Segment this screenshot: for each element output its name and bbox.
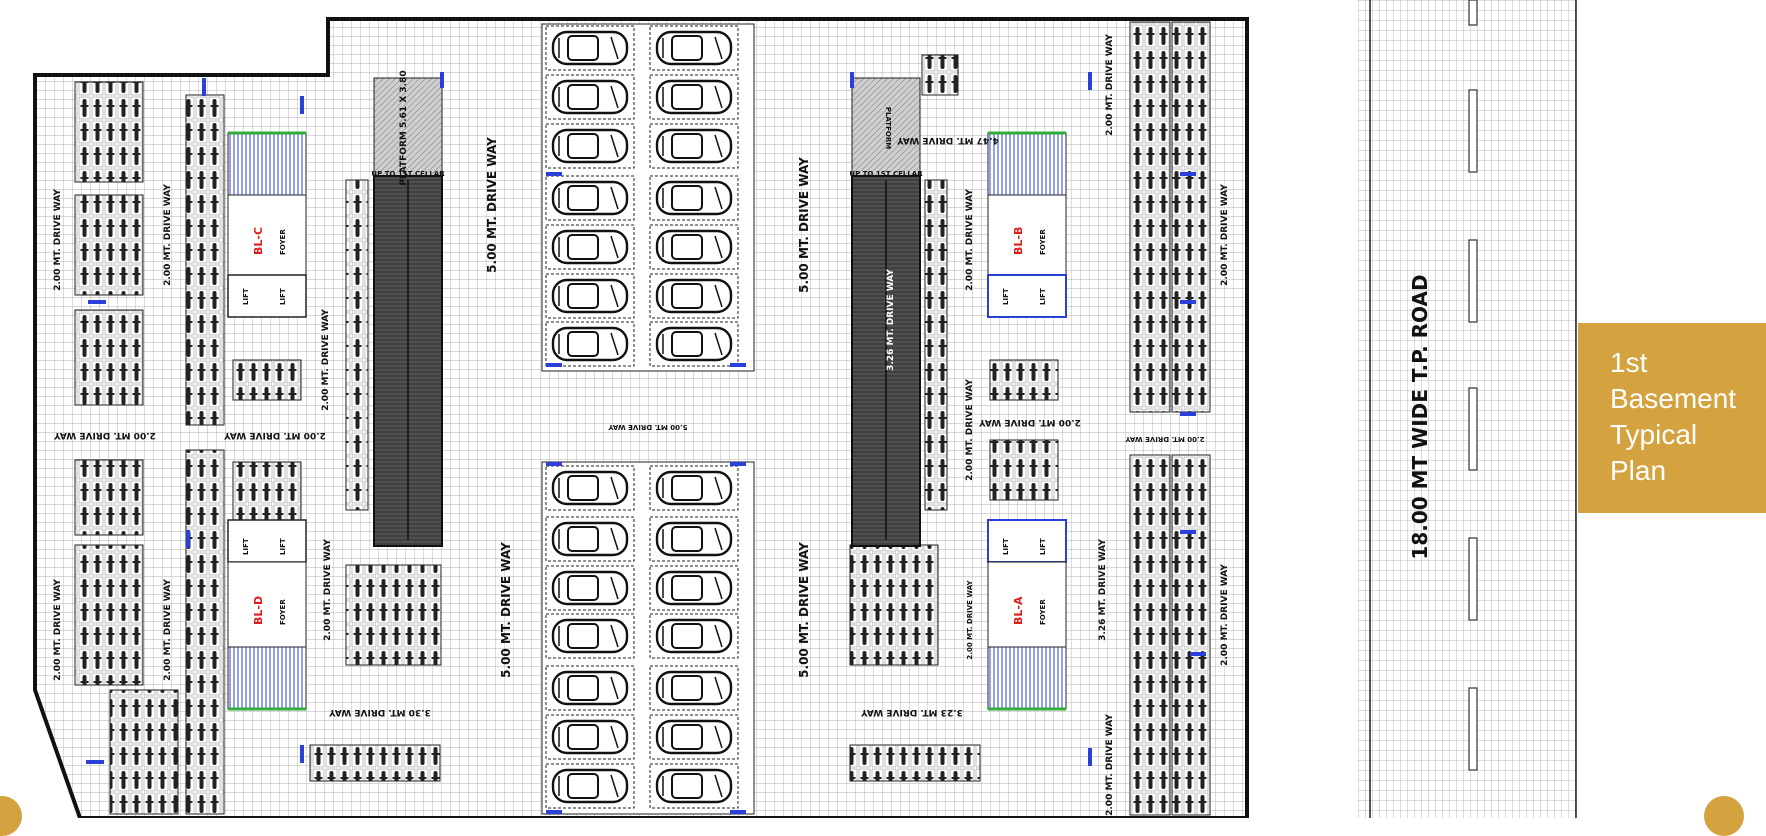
dw-2m-far-right-2: 2.00 MT. DRIVE WAY — [1220, 184, 1230, 286]
ramp-right: PLATFORM UP TO 1ST CELLAR 3.26 MT. DRIVE… — [849, 77, 923, 547]
dw-2m-core-left-2: 2.00 MT. DRIVE WAY — [323, 539, 333, 641]
dw-2m-far-right-1: 2.00 MT. DRIVE WAY — [1105, 34, 1115, 136]
foyer-d-label: FOYER — [279, 599, 287, 625]
dw-3-26-right: 3.26 MT. DRIVE WAY — [1098, 539, 1108, 641]
platform-left-label: PLATFORM 5.61 X 3.80 — [399, 70, 409, 185]
dw-2m-left-2: 2.00 MT. DRIVE WAY — [163, 184, 173, 286]
basement-floor-plan: PLATFORM 5.61 X 3.80 UP TO 1ST CELLAR PL… — [33, 0, 1577, 818]
lift-d2-label: LIFT — [279, 538, 287, 555]
up-to-cellar-left: UP TO 1ST CELLAR — [371, 170, 445, 178]
lift-d1-label: LIFT — [242, 538, 250, 555]
core-bl-b: BL-B FOYER LIFT LIFT — [987, 131, 1067, 318]
lift-a1-label: LIFT — [1002, 538, 1010, 555]
lift-b1-label: LIFT — [1002, 288, 1010, 305]
ramp-right-drive-label: 3.26 MT. DRIVE WAY — [886, 269, 896, 371]
bl-d-label: BL-D — [252, 596, 265, 625]
lift-a2-label: LIFT — [1039, 538, 1047, 555]
corner-decoration-right — [1704, 796, 1744, 836]
dw-5m-bottom-right: 5.00 MT. DRIVE WAY — [797, 542, 811, 678]
dw-2m-left-h1: 2.00 MT. DRIVE WAY — [54, 430, 156, 440]
dw-5m-bottom-left: 5.00 MT. DRIVE WAY — [499, 542, 513, 678]
road-center-dashes — [1468, 0, 1478, 771]
dw-2m-core-right-3: 2.00 MT. DRIVE WAY — [966, 580, 974, 660]
driveway-labels: 5.00 MT. DRIVE WAY 5.00 MT. DRIVE WAY 5.… — [53, 34, 1230, 816]
dw-2m-core-right-2: 2.00 MT. DRIVE WAY — [965, 379, 975, 481]
foyer-b-label: FOYER — [1039, 229, 1047, 255]
dw-2m-right-h2: 2.00 MT. DRIVE WAY — [1125, 435, 1205, 443]
dw-2m-right-h1: 2.00 MT. DRIVE WAY — [979, 417, 1081, 427]
column-markers — [86, 72, 1206, 814]
bl-c-label: BL-C — [252, 227, 265, 255]
lift-c2-label: LIFT — [279, 288, 287, 305]
dw-2m-core-right-1: 2.00 MT. DRIVE WAY — [965, 189, 975, 291]
core-bl-a: BL-A FOYER LIFT LIFT — [987, 519, 1067, 711]
platform-right-label: PLATFORM — [884, 107, 892, 149]
core-bl-c: BL-C FOYER LIFT LIFT — [227, 131, 307, 318]
ramp-left: PLATFORM 5.61 X 3.80 UP TO 1ST CELLAR — [371, 70, 445, 547]
dw-2m-left-4: 2.00 MT. DRIVE WAY — [163, 579, 173, 681]
lift-b2-label: LIFT — [1039, 288, 1047, 305]
plan-title: 1st Basement Typical Plan — [1578, 323, 1766, 513]
dw-3-23: 3.23 MT. DRIVE WAY — [861, 707, 963, 717]
dw-2m-far-right-4: 2.00 MT. DRIVE WAY — [1105, 714, 1115, 816]
bike-parking — [74, 21, 1211, 816]
up-to-cellar-right: UP TO 1ST CELLAR — [849, 170, 923, 178]
bl-a-label: BL-A — [1012, 596, 1025, 625]
dw-5m-center: 5.00 MT. DRIVE WAY — [608, 423, 688, 431]
dw-2m-left-1: 2.00 MT. DRIVE WAY — [53, 189, 63, 291]
foyer-a-label: FOYER — [1039, 599, 1047, 625]
lift-c1-label: LIFT — [242, 288, 250, 305]
dw-2m-left-3: 2.00 MT. DRIVE WAY — [53, 579, 63, 681]
dw-2m-far-right-3: 2.00 MT. DRIVE WAY — [1220, 564, 1230, 666]
core-bl-d: BL-D FOYER LIFT LIFT — [227, 519, 307, 711]
road: 18.00 MT WIDE T.P. ROAD — [1358, 0, 1577, 818]
dw-2m-core-left-1: 2.00 MT. DRIVE WAY — [321, 309, 331, 411]
dw-5m-top-right: 5.00 MT. DRIVE WAY — [797, 157, 811, 293]
dw-4-47: 4.47 MT. DRIVE WAY — [897, 135, 999, 145]
dw-2m-left-h2: 2.00 MT. DRIVE WAY — [224, 430, 326, 440]
bl-b-label: BL-B — [1012, 227, 1025, 255]
dw-3-30: 3.30 MT. DRIVE WAY — [329, 707, 431, 717]
dw-5m-top-left: 5.00 MT. DRIVE WAY — [485, 137, 499, 273]
foyer-c-label: FOYER — [279, 229, 287, 255]
road-label: 18.00 MT WIDE T.P. ROAD — [1408, 274, 1432, 559]
